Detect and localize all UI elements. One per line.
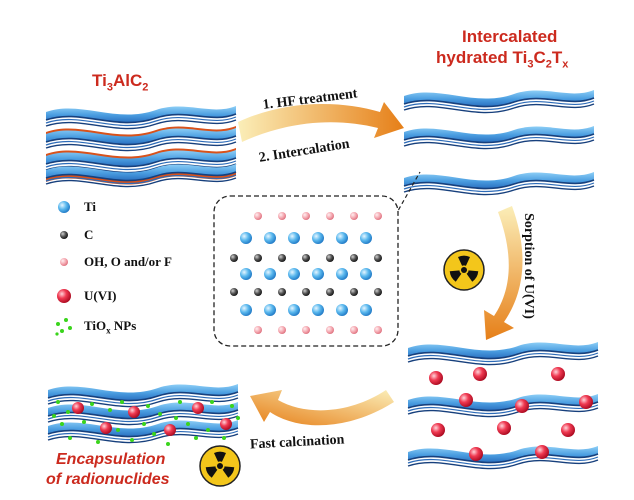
legend-c-symbol [60,231,68,239]
legend-t-text: OH, O and/or F [84,254,172,269]
encapsulated-stack [47,383,240,446]
legend-t-symbol [60,258,68,266]
legend-c-text: C [84,227,94,242]
tiox-nanoparticles [52,400,240,446]
legend-u-text: U(VI) [84,288,117,303]
arrow-synthesis [238,102,404,142]
step-sorption-label: Sorption of U(VI) [521,213,536,319]
final-label-line1: Encapsulation [56,451,166,468]
final-label-line2: of radionuclides [46,471,170,488]
product-label-line2: hydrated Ti3C2Tx [436,48,569,71]
uranium-particles [429,367,593,461]
legend-ti-text: Ti [84,199,97,214]
radiation-icon [443,249,485,291]
intercalated-stack [403,89,595,196]
crystal-structure-inset [213,195,399,347]
product-label-line1: Intercalated [462,27,558,46]
sorbed-stack [407,341,599,470]
ti3alc2-label: Ti3AlC2 [92,71,149,94]
arrow-sorption [484,206,523,340]
legend-ti-symbol [58,201,70,213]
legend-tiox-symbol [55,318,72,336]
arrow-calcination [250,390,394,426]
zoom-line [394,171,421,217]
legend-u-symbol [57,289,71,303]
radiation-icon [199,445,241,487]
inset-atoms [230,212,382,334]
ti3alc2-stack [45,105,237,188]
legend-tiox-text: TiOx NPs [84,318,137,336]
encapsulated-uranium [72,402,232,436]
